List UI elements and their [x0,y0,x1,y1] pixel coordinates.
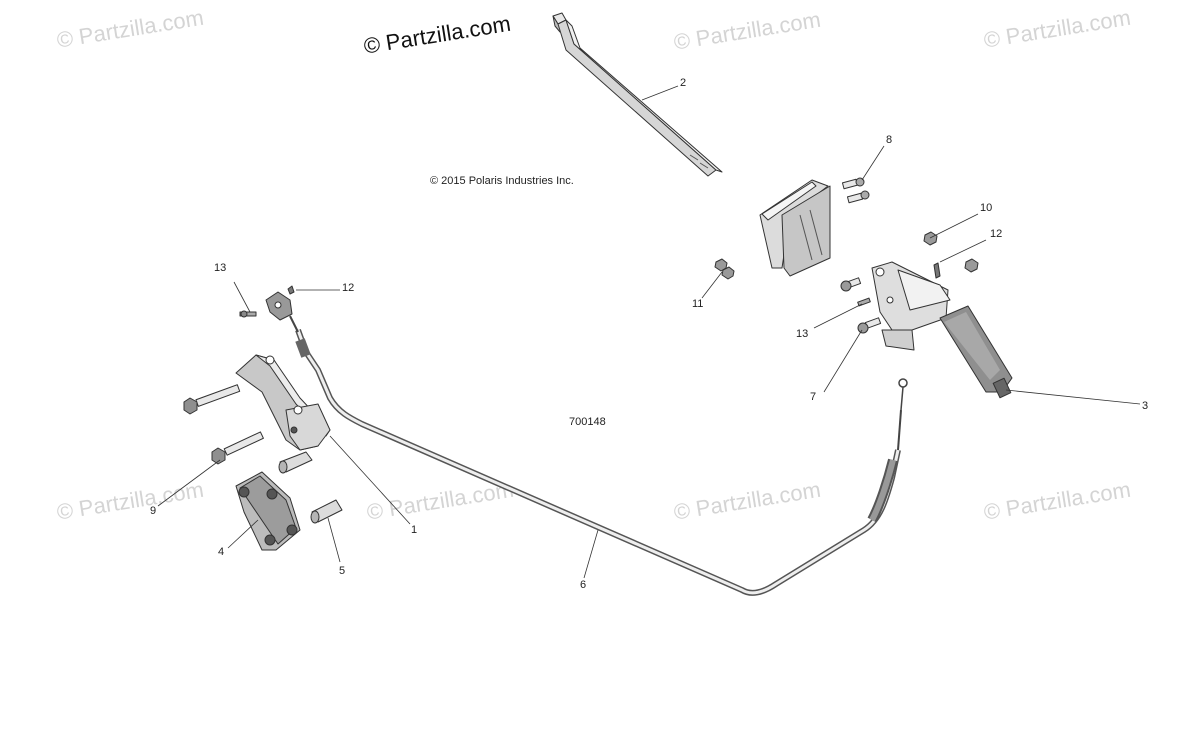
diagram-copyright: © 2015 Polaris Industries Inc. [430,175,574,187]
callout-11[interactable]: 11 [692,298,704,310]
callout-7[interactable]: 7 [810,391,817,403]
part-bushings [278,451,343,524]
part-bolts-right [840,277,882,334]
part-cable [289,315,908,596]
part-bolts-8 [841,177,870,204]
callout-10[interactable]: 10 [980,202,993,214]
leader-lines [157,85,1141,579]
part-strap [552,12,723,177]
part-caliper [235,471,301,551]
callout-13-left[interactable]: 13 [214,262,227,274]
part-mount-bracket [759,179,831,277]
part-lever-assembly [871,261,1013,399]
part-clevis [239,285,295,321]
part-left-bracket [235,354,331,451]
callout-12-left[interactable]: 12 [342,282,355,294]
callout-1[interactable]: 1 [411,524,418,536]
part-bolts-left [183,384,264,465]
diagram-number: 700148 [569,416,606,428]
callout-3[interactable]: 3 [1142,400,1149,412]
callout-4[interactable]: 4 [218,546,225,558]
callout-2[interactable]: 2 [680,77,687,89]
part-nuts [714,231,979,280]
callout-6[interactable]: 6 [580,579,587,591]
callout-5[interactable]: 5 [339,565,346,577]
callout-12[interactable]: 12 [990,228,1003,240]
callout-13[interactable]: 13 [796,328,809,340]
callout-9[interactable]: 9 [150,505,157,517]
callout-8[interactable]: 8 [886,134,893,146]
